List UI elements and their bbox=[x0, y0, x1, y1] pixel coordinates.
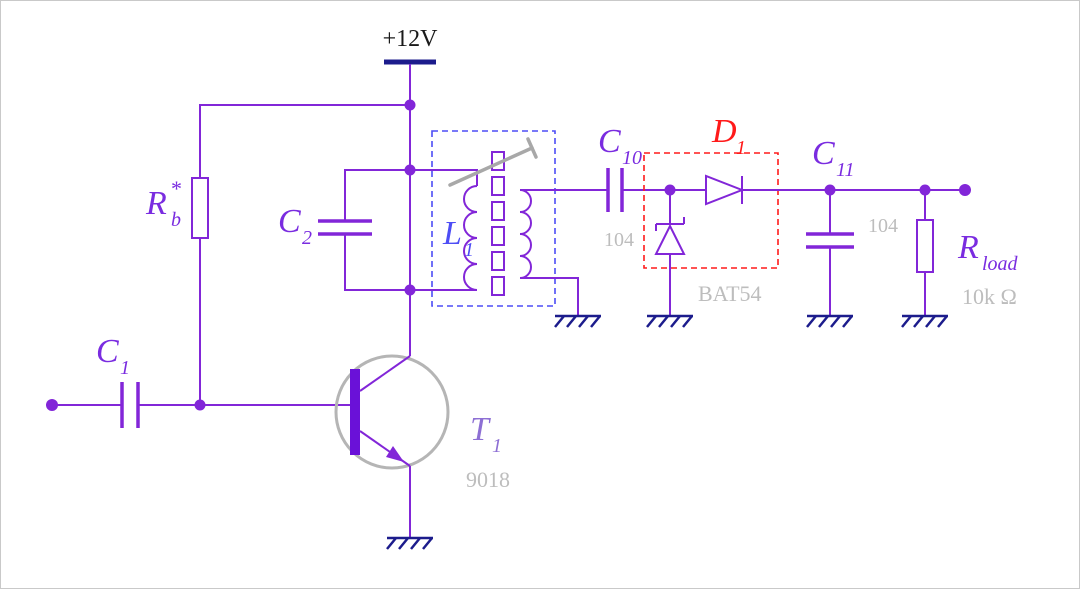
t1-body-circle bbox=[334, 354, 450, 470]
power-supply: +12V bbox=[383, 26, 439, 356]
l1-core bbox=[491, 151, 505, 296]
d1-dashed-box bbox=[643, 152, 779, 269]
t1-emitter-arrow-icon bbox=[386, 446, 404, 462]
value-c11: 104 bbox=[868, 215, 898, 237]
junction-nodes bbox=[194, 99, 931, 411]
rload-body bbox=[916, 219, 934, 273]
label-c2: C bbox=[278, 203, 301, 240]
label-l1-sub: 1 bbox=[464, 239, 474, 261]
label-l1: L bbox=[442, 215, 462, 252]
label-c10: C bbox=[598, 123, 621, 160]
l1-dashed-box bbox=[431, 130, 556, 307]
power-label: +12V bbox=[383, 26, 439, 52]
label-t1: T bbox=[470, 411, 491, 448]
rb-top-wire bbox=[199, 104, 410, 178]
capacitor-c1: C 1 bbox=[46, 333, 200, 428]
value-t1-part: 9018 bbox=[466, 467, 510, 492]
label-rb-sub: b bbox=[171, 209, 181, 231]
label-rload: R bbox=[957, 229, 979, 266]
value-d1-part: BAT54 bbox=[698, 281, 762, 306]
label-rload-sub: load bbox=[982, 253, 1019, 275]
t1-base-bar bbox=[350, 369, 360, 455]
rb-body bbox=[191, 177, 209, 239]
tuning-slug-icon bbox=[448, 137, 538, 187]
output-terminal bbox=[959, 184, 971, 196]
capacitor-c11: C 11 104 bbox=[806, 135, 898, 315]
label-rb-sup: * bbox=[171, 176, 182, 201]
label-c1: C bbox=[96, 333, 119, 370]
transformer-l1: L 1 bbox=[410, 130, 608, 315]
l1-secondary-bottom-lead bbox=[520, 277, 579, 315]
label-c11: C bbox=[812, 135, 835, 172]
label-t1-sub: 1 bbox=[492, 435, 502, 457]
value-c10: 104 bbox=[604, 229, 634, 251]
value-rload: 10k Ω bbox=[962, 284, 1017, 309]
c2-bottom-wire bbox=[344, 234, 410, 291]
d1-series-triangle bbox=[705, 174, 745, 206]
c2-top-wire bbox=[344, 169, 410, 221]
l1-primary-top-lead bbox=[410, 169, 478, 186]
label-d1-sub: 1 bbox=[736, 137, 746, 159]
resistor-rload: R load 10k Ω bbox=[916, 184, 1019, 315]
transistor-t1: T 1 9018 bbox=[334, 354, 510, 538]
resistor-rb: R * b bbox=[145, 104, 410, 405]
label-c2-sub: 2 bbox=[302, 227, 312, 249]
label-c10-sub: 10 bbox=[622, 147, 642, 169]
l1-primary-coil bbox=[463, 185, 478, 291]
t1-collector-lead bbox=[359, 355, 411, 392]
label-c1-sub: 1 bbox=[120, 357, 130, 379]
label-rb: R bbox=[145, 185, 167, 222]
l1-secondary-coil bbox=[519, 189, 532, 279]
capacitor-c2: C 2 bbox=[278, 169, 410, 291]
label-c11-sub: 11 bbox=[836, 159, 855, 181]
label-d1: D bbox=[711, 113, 737, 150]
diode-d1: D 1 BAT54 bbox=[643, 113, 963, 315]
capacitor-c10: C 10 104 bbox=[598, 123, 706, 251]
